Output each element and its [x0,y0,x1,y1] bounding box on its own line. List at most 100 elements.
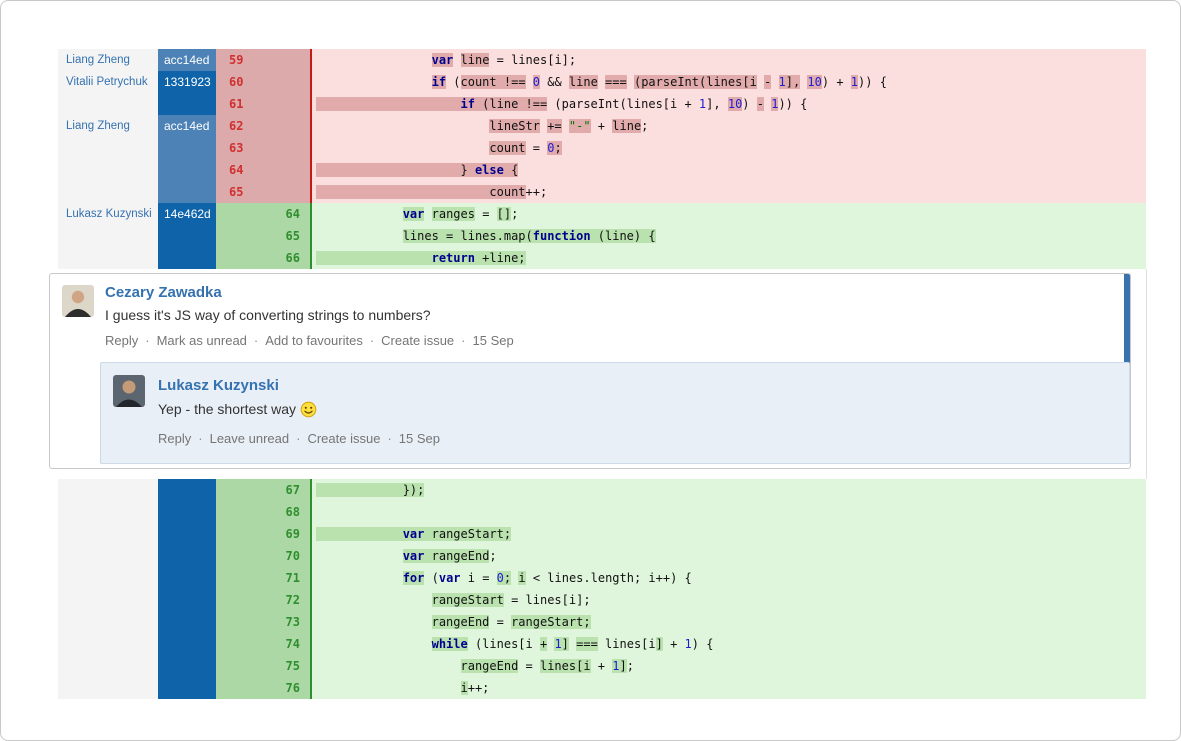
code-token: ++; [525,185,548,199]
old-line-number[interactable]: 65 [229,185,244,199]
author-link[interactable]: Vitalii Petrychuk [58,71,158,93]
code-token [316,251,432,265]
commit-hash-link[interactable]: acc14ed [158,49,216,71]
new-line-number[interactable]: 69 [285,527,300,541]
commit-hash-link [158,93,216,115]
new-line-number[interactable]: 65 [285,229,300,243]
author-link[interactable]: Liang Zheng [58,49,158,71]
code-token: while [431,637,468,651]
author-link [58,523,158,545]
code-token: < lines.length; i++) { [525,571,692,585]
code-token: rangeEnd [460,659,519,673]
comment-author-link[interactable]: Lukasz Kuzynski [158,377,279,394]
diff-row: 63 count = 0; [58,137,1146,159]
code-token: = [525,141,548,155]
line-number-gutter: 66 [216,247,310,269]
old-line-number[interactable]: 62 [229,119,244,133]
line-number-gutter: 72 [216,589,310,611]
comment-action-mark-as-unread[interactable]: Mark as unread [156,333,247,348]
comment-action-leave-unread[interactable]: Leave unread [209,431,290,446]
new-line-number[interactable]: 75 [285,659,300,673]
new-line-number[interactable]: 67 [285,483,300,497]
code-token: 0 [496,571,504,585]
code-token: )) { [858,75,887,89]
code-token: ; [641,119,649,133]
action-separator: · [369,333,375,348]
code-line: lineStr += "-" + line; [310,115,1146,137]
commit-hash-link[interactable]: 1331923 [158,71,216,93]
new-line-number[interactable]: 70 [285,549,300,563]
code-token: ) + [821,75,851,89]
line-number-gutter: 68 [216,501,310,523]
code-token: ) [742,97,757,111]
comment-action-create-issue[interactable]: Create issue [307,431,381,446]
commit-hash-link[interactable]: acc14ed [158,115,216,137]
new-line-number[interactable]: 64 [285,207,300,221]
new-line-number[interactable]: 73 [285,615,300,629]
code-token: return [431,251,475,265]
author-link[interactable]: Lukasz Kuzynski [58,203,158,225]
old-line-number[interactable]: 59 [229,53,244,67]
code-token [316,163,461,177]
comment-action-reply[interactable]: Reply [105,333,139,348]
code-line: } else { [310,159,1146,181]
code-token: rangeEnd [424,549,490,563]
code-token: rangeStart; [424,527,512,541]
new-line-number[interactable]: 74 [285,637,300,651]
code-token: }); [402,483,425,497]
commit-hash-link[interactable]: 14e462d [158,203,216,225]
code-token [316,53,432,67]
commit-hash-link [158,655,216,677]
code-token: ; [489,549,497,563]
code-token: ( [424,571,439,585]
code-token: ++; [467,681,490,695]
code-token [316,615,432,629]
code-token [453,53,460,67]
comment-action-reply[interactable]: Reply [158,431,192,446]
diff-row: 71 for (var i = 0; i < lines.length; i++… [58,567,1146,589]
author-link [58,589,158,611]
code-token: + [590,659,613,673]
comment-action-add-to-favourites[interactable]: Add to favourites [265,333,363,348]
code-line: }); [310,479,1146,501]
commit-hash-link [158,567,216,589]
new-line-number[interactable]: 72 [285,593,300,607]
line-number-gutter: 60 [216,71,310,93]
code-token [316,141,489,155]
commit-hash-link [158,501,216,523]
code-line: for (var i = 0; i < lines.length; i++) { [310,567,1146,589]
old-line-number[interactable]: 64 [229,163,244,177]
code-token: line [460,53,490,67]
code-token: rangeEnd [431,615,490,629]
new-line-number[interactable]: 76 [285,681,300,695]
old-line-number[interactable]: 63 [229,141,244,155]
code-token: 1 [771,97,779,111]
code-token: { [503,163,519,177]
new-line-number[interactable]: 71 [285,571,300,585]
author-link [58,247,158,269]
code-token: var [402,549,425,563]
diff-row: 68 [58,501,1146,523]
line-number-gutter: 62 [216,115,310,137]
unread-indicator-bar [1124,274,1130,369]
author-link [58,501,158,523]
comment-thread-card: Cezary Zawadka I guess it's JS way of co… [49,273,1131,469]
old-line-number[interactable]: 60 [229,75,244,89]
comment-action-create-issue[interactable]: Create issue [381,333,455,348]
code-token: = lines[i]; [503,593,591,607]
commit-hash-link [158,589,216,611]
comment-author-link[interactable]: Cezary Zawadka [105,284,222,301]
old-line-number[interactable]: 61 [229,97,244,111]
diff-row: 65 count++; [58,181,1146,203]
code-token: - [764,75,772,89]
code-token: line [568,75,598,89]
diff-table-right-border [1146,269,1147,479]
new-line-number[interactable]: 66 [285,251,300,265]
comment-actions: Reply·Mark as unread·Add to favourites·C… [105,333,514,348]
author-link[interactable]: Liang Zheng [58,115,158,137]
code-token: 1 [778,75,786,89]
comment-body: I guess it's JS way of converting string… [105,307,431,323]
new-line-number[interactable]: 68 [285,505,300,519]
